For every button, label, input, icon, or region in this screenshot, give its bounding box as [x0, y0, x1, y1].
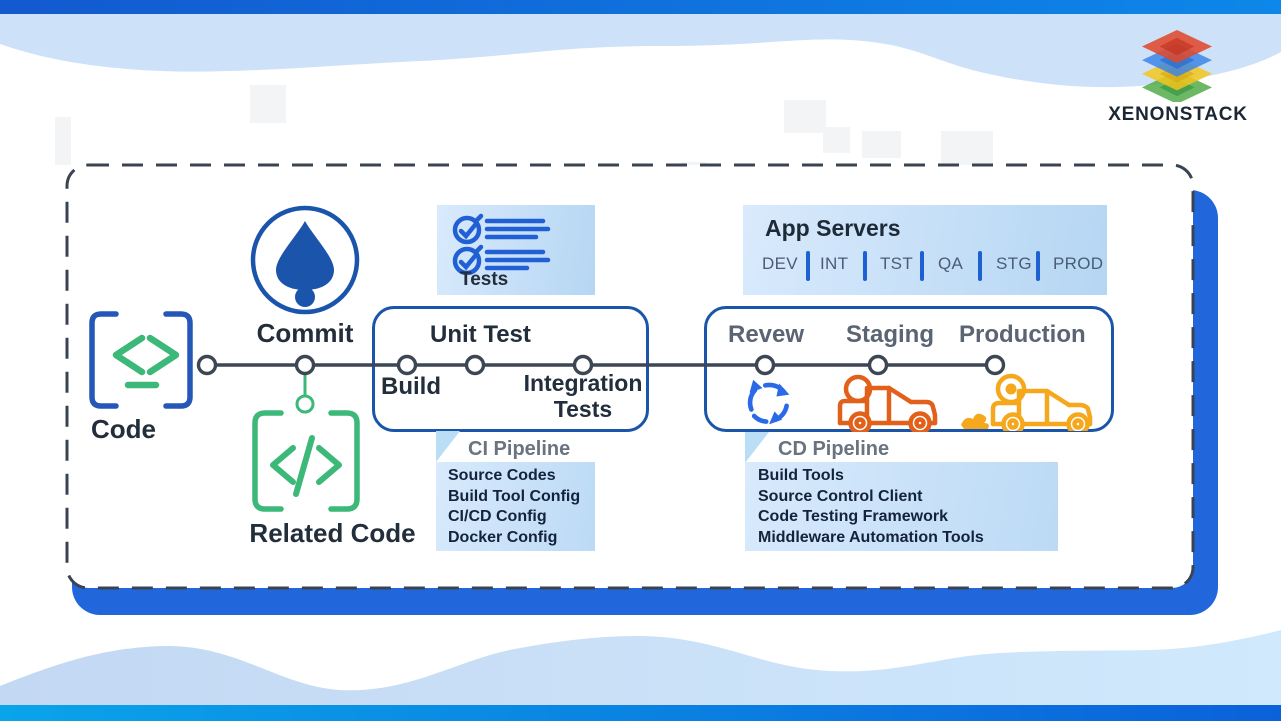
- server-separator: [863, 251, 867, 281]
- cd-callout-title: CD Pipeline: [778, 438, 890, 460]
- cd-pipeline-box: Revew Staging Production: [704, 306, 1114, 432]
- list-item: Middleware Automation Tools: [758, 528, 984, 546]
- server-tst: TST: [880, 254, 914, 273]
- xenonstack-logo-text: XENONSTACK: [1108, 104, 1248, 125]
- decor-square: [250, 85, 286, 123]
- ci-callout-title: CI Pipeline: [468, 438, 571, 460]
- review-label: Revew: [728, 321, 805, 348]
- top-wave-decoration: [0, 14, 1281, 88]
- checklist-icon: [452, 213, 551, 275]
- list-item: Build Tool Config: [448, 487, 581, 505]
- app-servers-box: App Servers DEV INT TST QA STG PROD: [743, 205, 1107, 295]
- list-item: Build Tools: [758, 467, 844, 484]
- tests-label: Tests: [460, 269, 509, 290]
- server-separator: [978, 251, 982, 281]
- app-servers-title: App Servers: [765, 215, 901, 241]
- ci-pipeline-box: Unit Test Build Integration Tests: [372, 306, 649, 432]
- top-accent-bar: [0, 0, 1281, 14]
- bottom-accent-bar: [0, 705, 1281, 721]
- list-item: Source Codes: [448, 467, 556, 484]
- staging-label: Staging: [846, 321, 934, 348]
- decor-square: [823, 127, 850, 153]
- server-prod: PROD: [1053, 254, 1104, 273]
- decor-square: [55, 117, 71, 165]
- production-car-icon: [961, 373, 1093, 431]
- staging-car-icon: [837, 374, 938, 432]
- related-code-icon: [252, 410, 360, 512]
- server-qa: QA: [938, 254, 964, 273]
- commit-icon: [250, 205, 360, 315]
- bottom-wave-decoration: [0, 630, 1281, 721]
- decor-square: [862, 131, 901, 158]
- server-separator: [1036, 251, 1040, 281]
- code-label: Code: [91, 414, 156, 444]
- list-item: Docker Config: [448, 528, 558, 546]
- review-cycle-icon: [747, 379, 790, 425]
- decor-square: [784, 100, 826, 133]
- tests-box: Tests: [437, 205, 595, 295]
- server-stg: STG: [996, 254, 1032, 273]
- unit-test-label: Unit Test: [430, 321, 531, 348]
- server-separator: [806, 251, 810, 281]
- list-item: Source Control Client: [758, 487, 923, 505]
- server-separator: [920, 251, 924, 281]
- production-label: Production: [959, 321, 1086, 348]
- ci-callout-list: Source Codes Build Tool Config CI/CD Con…: [436, 462, 595, 551]
- list-item: Code Testing Framework: [758, 508, 948, 525]
- speed-smoke: [961, 413, 989, 429]
- related-code-label: Related Code: [249, 518, 416, 548]
- cd-callout-list: Build Tools Source Control Client Code T…: [745, 462, 1058, 551]
- xenonstack-logo-icon: [1141, 30, 1213, 102]
- integration-tests-label: Integration Tests: [523, 370, 643, 422]
- server-int: INT: [820, 254, 849, 273]
- list-item: CI/CD Config: [448, 508, 547, 525]
- build-label: Build: [381, 373, 441, 400]
- code-icon: [89, 311, 193, 409]
- server-dev: DEV: [762, 254, 798, 273]
- commit-label: Commit: [256, 318, 354, 348]
